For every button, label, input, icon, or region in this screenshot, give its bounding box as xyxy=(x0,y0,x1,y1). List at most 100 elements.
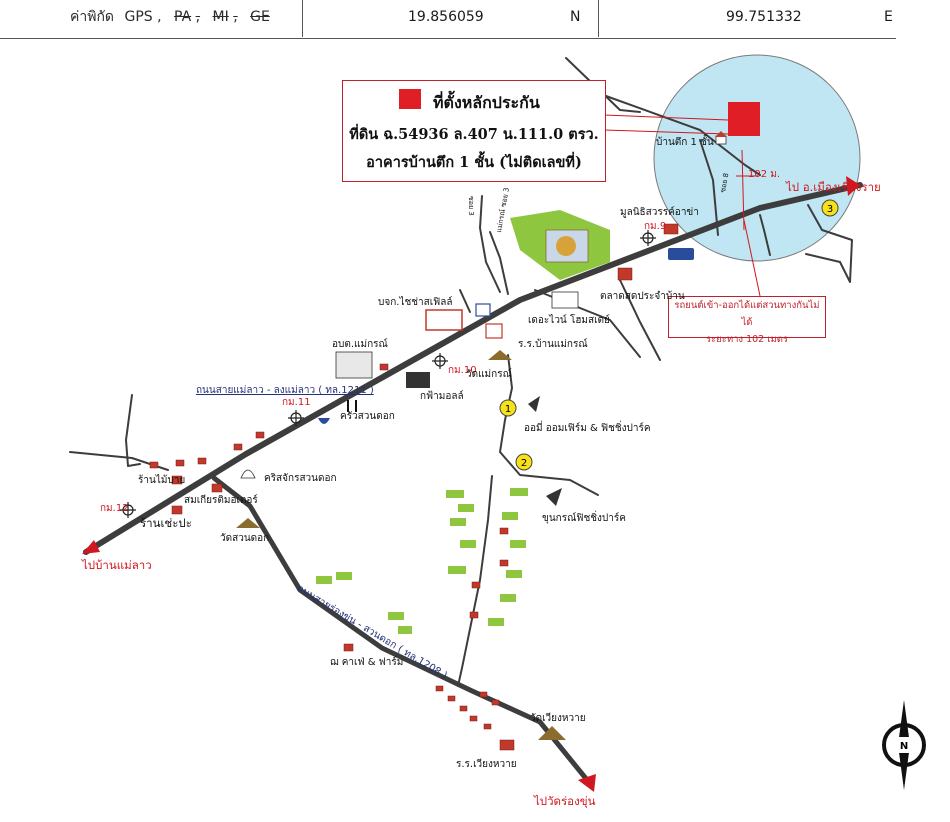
gps-label-gps: GPS xyxy=(124,9,153,25)
km-crosshairs xyxy=(120,230,656,518)
landmark-label: วัดแม่กรณ์ xyxy=(466,369,512,380)
access-note-line-2: ระยะทาง 102 เมตร xyxy=(705,334,789,345)
office-building-icon xyxy=(335,351,373,379)
mall-icon xyxy=(406,372,430,388)
house-icon xyxy=(617,267,633,281)
gps-sep-2: , xyxy=(195,9,201,25)
access-note-line-1: รถยนต์เข้า-ออกได้แต่สวนทางกันไม่ได้ xyxy=(674,300,820,328)
house-icon xyxy=(211,483,223,493)
landmark-label: อบต.แม่กรณ์ xyxy=(332,339,388,350)
road-to-property xyxy=(605,95,761,176)
house-icon xyxy=(171,475,183,485)
field-patch-icon xyxy=(502,512,518,520)
legend-marker-icon xyxy=(399,89,421,109)
road-name-main: ถนนสายแม่ลาว - ลงแม่ลาว ( ทล.1211 ) xyxy=(196,385,374,396)
field-patch-icon xyxy=(446,490,464,498)
landmark-label: วัดเวียงหวาย xyxy=(530,713,586,724)
landmark-label: มูลนิธิสวรรค์อาข่า xyxy=(620,207,699,218)
destination-west: ไปบ้านแม่ลาว xyxy=(82,558,152,572)
inset-distance: 102 ม. xyxy=(748,169,781,180)
access-note: รถยนต์เข้า-ออกได้แต่สวนทางกันไม่ได้ ระยะ… xyxy=(668,296,826,345)
field-patch-icon xyxy=(316,576,332,584)
road-spur xyxy=(459,289,471,313)
legend-title: ที่ตั้งหลักประกัน xyxy=(433,93,540,112)
landmark-label: ออมี่ ออมเฟิร์ม & ฟิชชิ่งปาร์ค xyxy=(524,423,651,434)
compass-label: N xyxy=(900,741,908,752)
main-highway xyxy=(83,182,863,555)
gps-lon-dir: E xyxy=(884,9,893,25)
gps-lat-dir: N xyxy=(570,9,581,25)
landmark-label: ขุนกรณ์ฟิชชิ่งปาร์ค xyxy=(542,513,626,524)
destination-south: ไปวัดร่องขุ่น xyxy=(534,794,596,808)
restaurant-icon xyxy=(347,400,357,412)
landmark-label: ตลาดสดประจำบ้าน xyxy=(600,291,685,302)
fishing-icon xyxy=(546,488,562,506)
route-marker-3-label: 3 xyxy=(827,204,833,215)
field-patch-icon xyxy=(460,540,476,548)
header-divider xyxy=(302,0,303,37)
compass: N xyxy=(882,700,926,790)
church-icon xyxy=(240,469,256,479)
field-patch-icon xyxy=(450,518,466,526)
field-patch-icon xyxy=(388,612,404,620)
house-icon xyxy=(459,705,468,712)
landmark-label: วัดสวนดอก xyxy=(220,533,270,544)
landmark-label: ฌ คาเฟ่ & ฟาร์ม xyxy=(330,657,404,668)
house-icon xyxy=(499,559,509,567)
road-east-loop xyxy=(805,204,853,283)
road-soi8 xyxy=(699,139,719,236)
house-icon xyxy=(435,685,444,692)
gps-label-group: ค่าพิกัด GPS , PA , MI , GE xyxy=(70,0,270,36)
km-marker-12: กม.12 xyxy=(100,503,129,514)
house-icon xyxy=(491,699,500,706)
house-icon xyxy=(149,461,159,469)
field-patch-icon xyxy=(506,570,522,578)
temple-icon xyxy=(538,726,566,740)
header-divider xyxy=(598,0,599,37)
house-icon xyxy=(197,457,207,465)
bus-icon xyxy=(668,248,694,260)
gps-header: ค่าพิกัด GPS , PA , MI , GE 19.856059 N … xyxy=(0,0,896,39)
gps-label-ge: GE xyxy=(250,9,270,25)
landmark-label: ร้านไม้บาย xyxy=(138,475,186,486)
leader-distance xyxy=(741,149,745,231)
house-icon xyxy=(171,505,183,515)
gps-longitude: 99.751332 xyxy=(726,9,802,25)
house-icon xyxy=(479,691,488,698)
local-roads xyxy=(69,57,853,687)
gps-label-prefix: ค่าพิกัด xyxy=(70,9,115,25)
leader-legend-top xyxy=(603,114,729,121)
inset-house-label: บ้านตึก 1 ชั้น xyxy=(656,137,714,148)
field-patch-icon xyxy=(510,540,526,548)
house-roof-icon xyxy=(715,131,727,137)
house-icon xyxy=(471,581,481,589)
field-patch-icon xyxy=(458,504,474,512)
house-icon xyxy=(447,695,456,702)
landmark-label: คริสจักรสวนดอก xyxy=(264,473,337,484)
km9-crosshair-lines xyxy=(640,230,656,246)
route-marker-3 xyxy=(821,199,839,217)
factory-icon xyxy=(425,309,463,331)
km-marker-10: กม.10 xyxy=(448,365,477,376)
landmark-label: สมเกียรติมอเตอร์ xyxy=(184,495,258,506)
temple-icon xyxy=(488,350,512,360)
field-patch-icon xyxy=(448,566,466,574)
km12-crosshair-lines xyxy=(120,502,136,518)
house-icon xyxy=(499,527,509,535)
landmark-label: ร.ร.บ้านแม่กรณ์ xyxy=(518,339,588,350)
building-icons xyxy=(236,248,694,740)
route-markers: 1 2 3 xyxy=(499,199,839,471)
route-marker-2 xyxy=(515,453,533,471)
house-icons xyxy=(149,223,679,751)
homestay-icon xyxy=(551,291,579,309)
temple-icon xyxy=(236,518,260,528)
gps-sep-3: , xyxy=(233,9,238,25)
house-icon xyxy=(715,135,727,145)
direction-east: ไป อ.เมืองเชียงราย xyxy=(786,180,881,194)
road-soi-mae xyxy=(489,231,509,295)
house-icon xyxy=(233,443,243,451)
road-market xyxy=(619,279,661,361)
house-icon xyxy=(663,223,679,235)
km-marker-9: กม.9 xyxy=(644,221,667,232)
field-patch-icon xyxy=(336,572,352,580)
